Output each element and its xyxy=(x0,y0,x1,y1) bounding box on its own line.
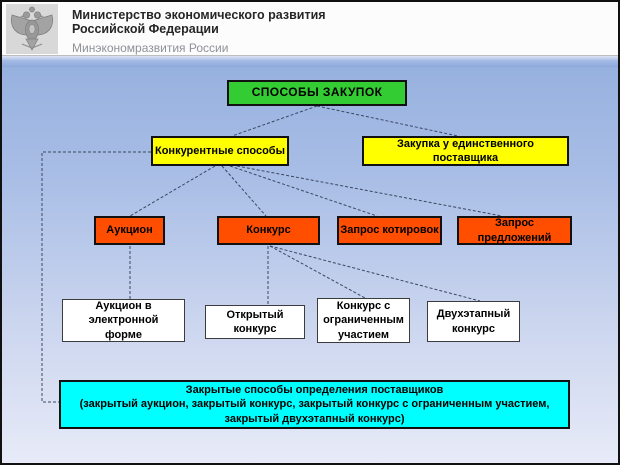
node-label-line: конкурс xyxy=(451,322,496,335)
node-label: Конкурентные способы xyxy=(155,144,285,157)
node-label: Конкурс xyxy=(246,224,291,237)
node-label: Закупка у единственного поставщика xyxy=(396,137,535,164)
node-label-line: (закрытый аукцион, закрытый конкурс, зак… xyxy=(79,398,550,411)
node-auktsion: Аукцион xyxy=(94,216,165,245)
node-label-line: закрытый двухэтапный конкурс) xyxy=(224,412,405,425)
header-text: Министерство экономического развития Рос… xyxy=(72,8,326,55)
ministry-subtitle: Минэкономразвития России xyxy=(72,40,229,55)
node-konkurentnye-sposoby: Конкурентные способы xyxy=(151,136,289,166)
node-konkurs: Конкурс xyxy=(217,216,320,245)
node-label: Запрос котировок xyxy=(340,224,439,237)
node-otkrytyy-konkurs: Открытый конкурс xyxy=(205,305,305,339)
node-zapros-kotirovok: Запрос котировок xyxy=(337,216,442,245)
node-dvukhetapnyy-konkurs: Двухэтапный конкурс xyxy=(427,301,520,342)
node-label-line: ограниченным xyxy=(323,314,404,327)
node-zapros-predlozheniy: Запрос предложений xyxy=(457,216,572,245)
node-label: Запрос предложений xyxy=(477,217,552,244)
node-sposoby-zakupok: СПОСОБЫ ЗАКУПОК xyxy=(227,80,407,106)
node-label-line: форме xyxy=(104,328,143,341)
node-auktsion-v-elektronnoy-forme: Аукцион в электронной форме xyxy=(62,299,185,342)
node-label: СПОСОБЫ ЗАКУПОК xyxy=(251,85,383,100)
node-zakrytye-sposoby: Закрытые способы определения поставщиков… xyxy=(59,380,570,429)
header-divider-bar xyxy=(2,55,618,67)
ministry-title-line: Российской Федерации xyxy=(72,22,219,37)
node-konkurs-s-ogranichennym-uchastiem: Конкурс с ограниченным участием xyxy=(317,298,410,343)
node-label-line: Открытый конкурс xyxy=(226,308,284,335)
node-label-line: Конкурс с xyxy=(336,300,391,313)
ministry-title: Министерство экономического развития Рос… xyxy=(72,8,326,37)
node-label-line: Двухэтапный xyxy=(436,308,511,321)
ministry-title-line: Министерство экономического развития xyxy=(72,8,326,22)
header: Министерство экономического развития Рос… xyxy=(2,2,618,55)
node-label: Аукцион xyxy=(106,224,153,237)
node-label-line: Закрытые способы определения поставщиков xyxy=(185,384,444,397)
node-label-line: Аукцион в электронной xyxy=(88,300,159,327)
node-label-line: участием xyxy=(338,328,389,341)
node-zakupka-u-edinstvennogo-postavshchika: Закупка у единственного поставщика xyxy=(362,136,569,166)
ministry-emblem-icon xyxy=(6,4,58,54)
